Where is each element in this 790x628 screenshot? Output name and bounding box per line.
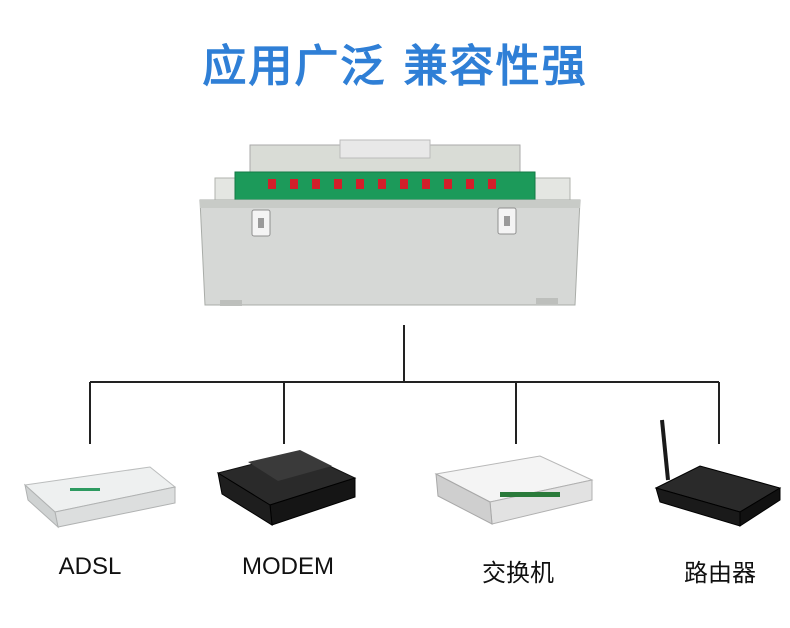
router-device-image bbox=[654, 419, 782, 527]
fiber-distribution-box bbox=[199, 139, 581, 306]
page-title: 应用广泛 兼容性强 bbox=[202, 41, 588, 92]
connector-row bbox=[268, 179, 496, 189]
switch-device-image bbox=[434, 455, 594, 525]
adsl-device-image bbox=[23, 466, 177, 529]
device-label-adsl: ADSL bbox=[58, 553, 122, 580]
device-label-router: 路由器 bbox=[684, 560, 756, 587]
connection-lines bbox=[89, 325, 720, 444]
modem-device-image bbox=[216, 450, 357, 526]
device-label-switch: 交换机 bbox=[482, 560, 554, 587]
device-label-modem: MODEM bbox=[242, 553, 334, 580]
